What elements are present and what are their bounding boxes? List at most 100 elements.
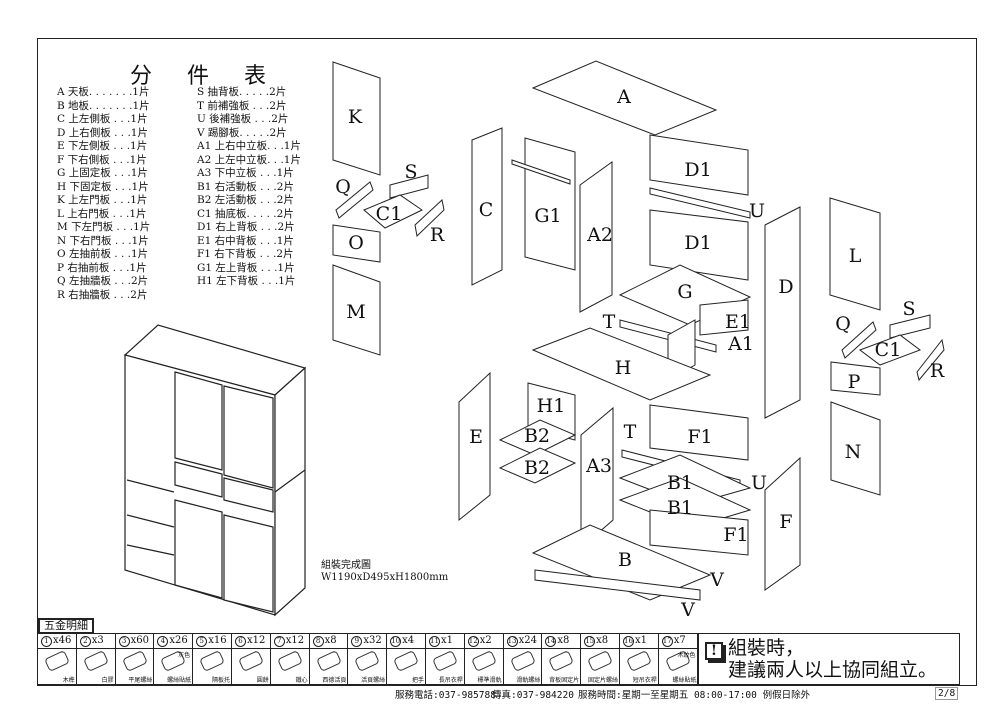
parts-list-item: L 上右門板 . . .1片 <box>57 207 147 220</box>
part-label-p: P <box>847 371 861 393</box>
part-label-c12: C1 <box>874 339 902 361</box>
parts-list-item: G 上固定板 . . .1片 <box>57 167 148 179</box>
parts-list-item: F 下右側板 . . .1片 <box>57 153 147 166</box>
item-quantity: x16 <box>208 635 227 646</box>
part-label-u2: U <box>750 472 768 494</box>
part-label-o: O <box>348 232 364 254</box>
part-label-b: B <box>618 549 632 571</box>
item-number: 14 <box>545 636 557 647</box>
item-number: 6 <box>234 636 246 647</box>
item-name: 螺絲貼紙 <box>672 677 697 684</box>
assembled-cabinet <box>123 324 307 617</box>
item-name: 短吊衣桿 <box>632 677 657 684</box>
item-name: 滑軌螺絲 <box>516 677 541 684</box>
assembled-dimensions: W1190xD495xH1800mm <box>321 572 449 583</box>
parts-list-item: A 天板. . . . . . .1片 <box>57 86 150 98</box>
part-label-u1: U <box>748 200 766 222</box>
item-name: 西德活頁 <box>322 677 347 684</box>
item-number: 4 <box>157 636 169 647</box>
parts-list-item: U 後補強板 . . .2片 <box>197 113 289 125</box>
part-label-f1b: F1 <box>723 524 749 546</box>
part-label-q2: Q <box>835 313 851 335</box>
item-name: 固定片螺絲 <box>587 677 618 684</box>
part-label-g1: G1 <box>534 205 562 227</box>
part-label-d1b: D1 <box>684 232 712 254</box>
part-label-c: C <box>478 199 494 221</box>
part-label-d: D <box>778 276 794 298</box>
part-label-s2: S <box>902 298 916 320</box>
item-number: 11 <box>428 636 440 647</box>
item-quantity: x3 <box>91 635 104 646</box>
hardware-icon <box>82 650 109 672</box>
item-name: 背板固定片 <box>549 677 580 684</box>
item-quantity: x1 <box>634 635 647 646</box>
item-number: 3 <box>118 636 130 647</box>
parts-list-item: B2 左活動板 . . .2片 <box>197 194 294 206</box>
item-quantity: x46 <box>53 635 72 646</box>
item-number: 10 <box>390 636 402 647</box>
item-quantity: x1 <box>440 635 453 646</box>
part-label-b1b: B1 <box>666 497 694 519</box>
footer-fax: 傳真:037-984220 <box>492 690 574 701</box>
footer-phone: 服務電話:037-985788 <box>395 690 496 701</box>
parts-list-item: H1 左下背板 . . .1片 <box>197 275 296 287</box>
part-label-b1a: B1 <box>666 472 694 494</box>
part-label-n: N <box>844 441 862 463</box>
part-label-g: G <box>677 281 693 303</box>
item-name: 長吊衣桿 <box>438 677 463 684</box>
hardware-title: 五金明細 <box>38 618 94 634</box>
page-number: 2/8 <box>935 687 959 700</box>
hardware-icon <box>276 650 303 672</box>
parts-list-item: A2 上左中立板. . .1片 <box>197 153 301 166</box>
part-label-a3: A3 <box>586 455 612 477</box>
part-label-h1: H1 <box>536 395 566 417</box>
parts-list-item: D1 右上背板 . . .2片 <box>197 221 295 233</box>
item-number: 13 <box>506 636 518 647</box>
parts-list-item: Q 左抽牆板 . . .2片 <box>57 275 149 287</box>
hardware-icon <box>238 650 264 672</box>
item-name: 隔板托 <box>211 677 230 684</box>
item-number: 1 <box>41 636 52 647</box>
parts-list-item: A3 下中立板 . . .1片 <box>197 167 294 179</box>
item-note: 木紋色 <box>677 652 696 659</box>
hardware-icon <box>354 650 381 672</box>
hardware-icon <box>626 650 652 672</box>
hardware-icon <box>199 650 226 672</box>
part-label-q: Q <box>335 176 351 198</box>
warning-icon: ! <box>705 642 723 660</box>
part-label-r2: R <box>929 360 945 382</box>
item-number: 16 <box>622 636 634 647</box>
assembled-title: 組裝完成圖 <box>321 560 371 571</box>
part-label-a1: A1 <box>728 333 754 355</box>
parts-list-item: S 抽背板. . . . .2片 <box>197 86 287 98</box>
item-quantity: x8 <box>596 635 609 646</box>
hardware-icon <box>315 650 342 672</box>
parts-list-item: P 右抽前板 . . .1片 <box>57 261 147 274</box>
item-number: 9 <box>351 636 363 647</box>
part-label-d1a: D1 <box>684 159 712 181</box>
parts-list-item: E1 右中背板 . . .1片 <box>197 234 294 247</box>
part-label-e: E <box>469 426 483 448</box>
warning-line1: 組裝時， <box>728 637 805 659</box>
item-name: 白膠 <box>101 677 114 684</box>
part-label-c1: C1 <box>375 203 403 225</box>
part-label-v2: V <box>681 599 695 621</box>
item-quantity: x8 <box>324 635 337 646</box>
item-quantity: x12 <box>246 635 266 646</box>
